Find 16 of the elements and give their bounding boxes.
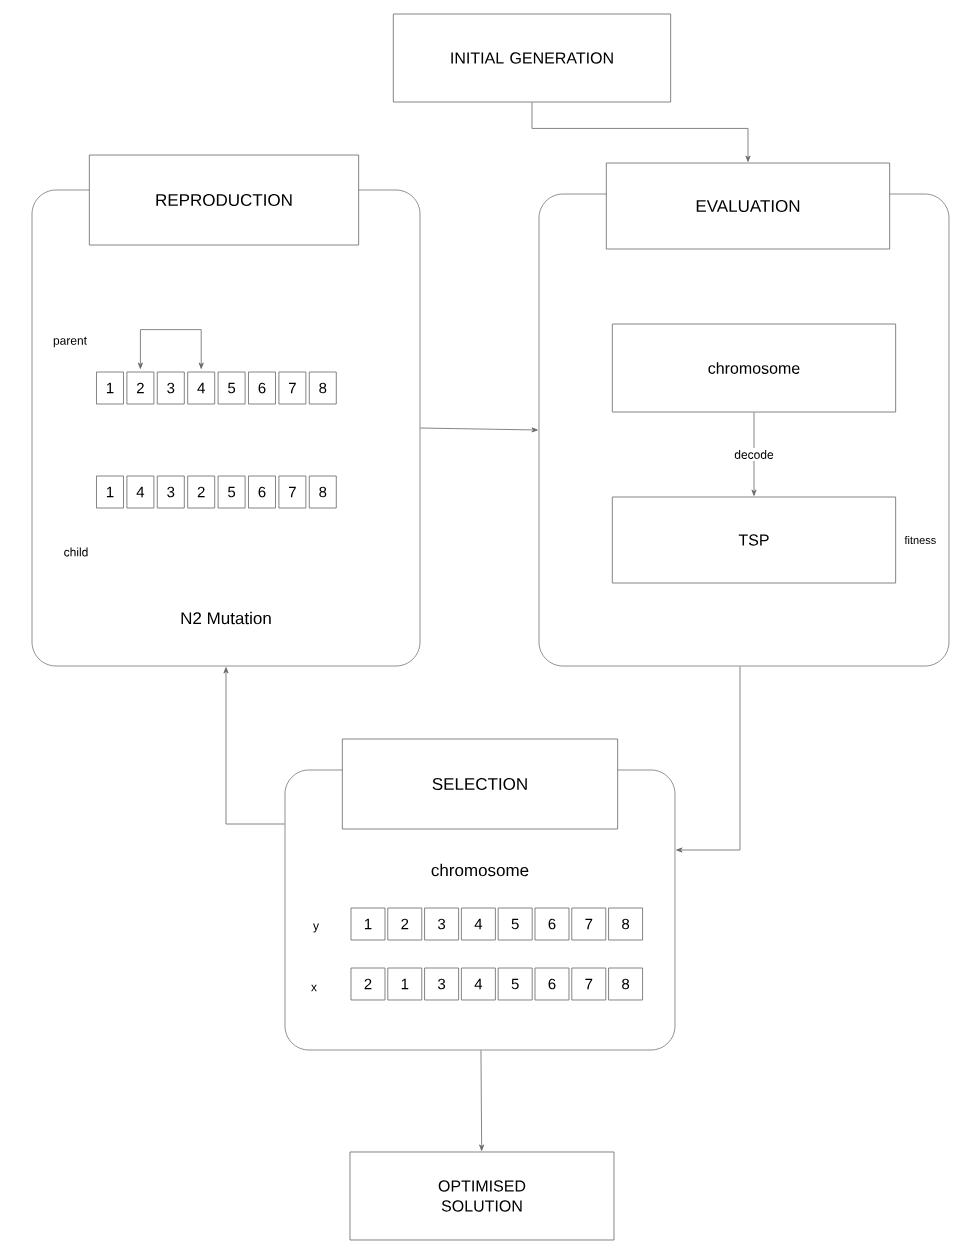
- process-box: INITIAL GENERATION: [392, 13, 672, 103]
- arrow: [223, 667, 285, 825]
- arrow: [751, 412, 757, 496]
- process-box: OPTIMISED SOLUTION: [349, 1151, 615, 1241]
- arrow: [420, 427, 538, 433]
- heading-box: EVALUATION: [605, 162, 891, 250]
- arrow: [676, 666, 741, 853]
- process-box: TSP: [611, 496, 897, 584]
- arrow: [531, 102, 751, 162]
- arrow: [479, 1050, 485, 1151]
- heading-box: SELECTION: [341, 738, 619, 830]
- heading-box: REPRODUCTION: [88, 154, 360, 246]
- arrow: [137, 329, 204, 369]
- process-box: chromosome: [611, 323, 897, 413]
- panel-caption: chromosome: [431, 863, 529, 877]
- panel-caption: N2 Mutation: [181, 611, 271, 625]
